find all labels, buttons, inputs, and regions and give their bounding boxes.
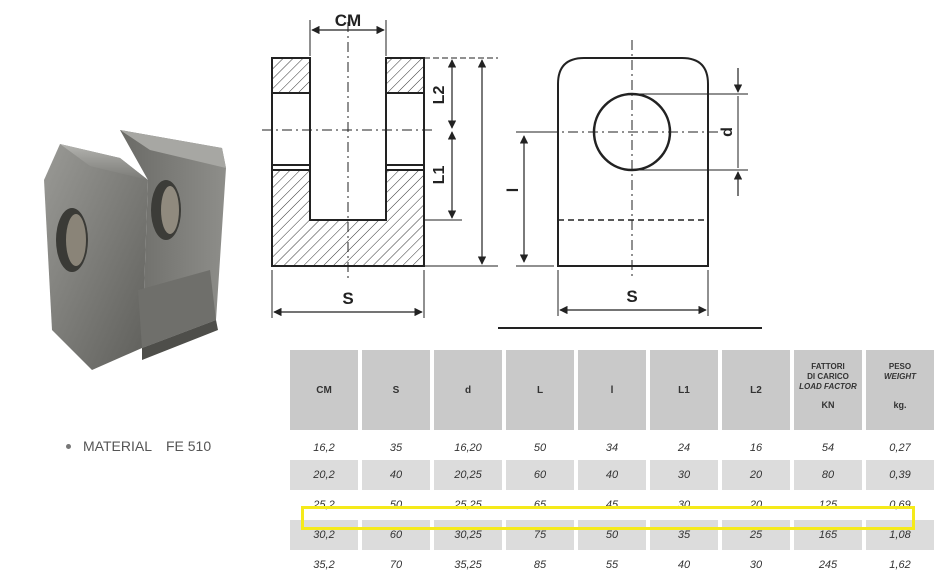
table-row: 16,2 35 16,20 50 34 24 16 54 0,27 bbox=[290, 430, 934, 460]
col-header-l1: L1 bbox=[650, 350, 718, 430]
cell-load-factor: 54 bbox=[821, 442, 835, 454]
cell-weight: 1,08 bbox=[866, 520, 934, 550]
dim-label-s-left: S bbox=[342, 289, 353, 308]
col-header-d: d bbox=[434, 350, 502, 430]
dim-label-l1: L1 bbox=[431, 166, 448, 185]
cell-s: 35 bbox=[389, 442, 403, 454]
cell-s: 40 bbox=[362, 460, 430, 490]
selected-row-highlight bbox=[301, 506, 915, 530]
cell-l1: 24 bbox=[677, 442, 691, 454]
table-row: 35,2 70 35,25 85 55 40 30 245 1,62 bbox=[290, 550, 934, 580]
cell-load-factor: 245 bbox=[818, 559, 838, 571]
col-header-weight: PESO WEIGHT kg. bbox=[866, 350, 934, 430]
material-spec: MATERIAL FE 510 bbox=[66, 438, 211, 454]
cell-l1: 35 bbox=[650, 520, 718, 550]
cell-weight: 0,27 bbox=[889, 442, 911, 454]
cell-l-upper: 75 bbox=[506, 520, 574, 550]
cell-l2: 30 bbox=[749, 559, 763, 571]
cell-d: 16,20 bbox=[454, 442, 482, 454]
col-header-l-lower: l bbox=[578, 350, 646, 430]
dim-label-d: d bbox=[719, 127, 736, 137]
cell-l2: 20 bbox=[722, 460, 790, 490]
front-view: d l S bbox=[505, 40, 748, 316]
cell-d: 35,25 bbox=[454, 559, 482, 571]
cell-l-upper: 85 bbox=[533, 559, 547, 571]
dim-label-cm: CM bbox=[335, 11, 361, 30]
specs-table: CM S d L l L1 L2 FATTORI DI CARICO LOAD … bbox=[286, 350, 938, 580]
cell-d: 20,25 bbox=[434, 460, 502, 490]
col-header-l2: L2 bbox=[722, 350, 790, 430]
col-header-cm: CM bbox=[290, 350, 358, 430]
cell-s: 60 bbox=[362, 520, 430, 550]
cell-l-lower: 40 bbox=[578, 460, 646, 490]
cell-l2: 16 bbox=[749, 442, 763, 454]
dim-label-s-right: S bbox=[626, 287, 637, 306]
cell-weight: 0,39 bbox=[866, 460, 934, 490]
cell-load-factor: 165 bbox=[794, 520, 862, 550]
material-value: FE 510 bbox=[165, 438, 212, 454]
cell-l-lower: 55 bbox=[605, 559, 619, 571]
cell-s: 70 bbox=[389, 559, 403, 571]
cell-l-upper: 60 bbox=[506, 460, 574, 490]
dim-label-l2: L2 bbox=[431, 86, 448, 105]
bullet-icon bbox=[66, 443, 71, 449]
cell-l2: 25 bbox=[722, 520, 790, 550]
cell-d: 30,25 bbox=[434, 520, 502, 550]
cell-load-factor: 80 bbox=[794, 460, 862, 490]
cell-l1: 40 bbox=[677, 559, 691, 571]
dim-label-l: l bbox=[505, 188, 522, 192]
col-header-s: S bbox=[362, 350, 430, 430]
cell-cm: 35,2 bbox=[313, 559, 335, 571]
table-header-row: CM S d L l L1 L2 FATTORI DI CARICO LOAD … bbox=[290, 350, 934, 430]
clevis-photo bbox=[44, 130, 226, 370]
material-label: MATERIAL bbox=[83, 438, 152, 454]
col-header-l-upper: L bbox=[506, 350, 574, 430]
cell-l1: 30 bbox=[650, 460, 718, 490]
col-header-load-factor: FATTORI DI CARICO LOAD FACTOR KN bbox=[794, 350, 862, 430]
cell-l-upper: 50 bbox=[533, 442, 547, 454]
cell-l-lower: 50 bbox=[578, 520, 646, 550]
cell-weight: 1,62 bbox=[889, 559, 911, 571]
cell-cm: 20,2 bbox=[290, 460, 358, 490]
cell-cm: 16,2 bbox=[313, 442, 335, 454]
side-view: CM L2 L1 S bbox=[262, 11, 498, 318]
technical-drawing: CM L2 L1 S d l S bbox=[262, 11, 762, 329]
cell-l-lower: 34 bbox=[605, 442, 619, 454]
